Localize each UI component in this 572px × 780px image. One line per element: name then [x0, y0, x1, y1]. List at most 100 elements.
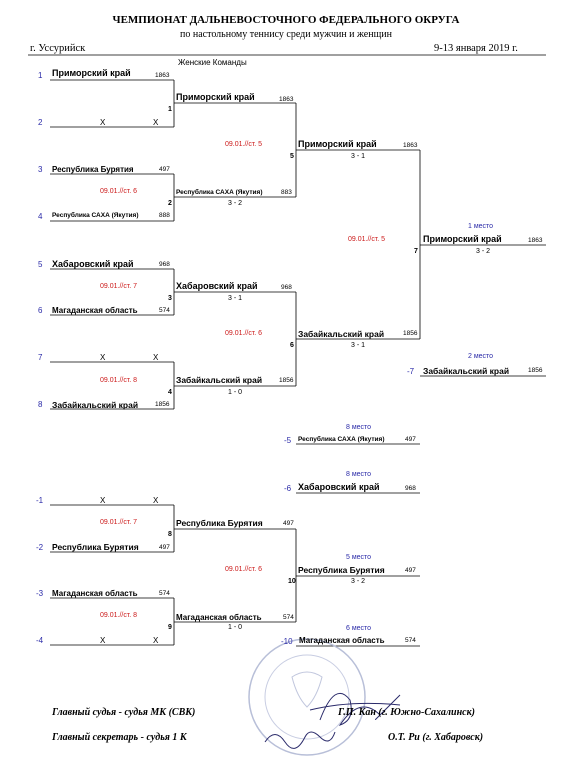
seed-8: 8: [38, 400, 43, 409]
r1-rating-7: X: [153, 353, 159, 362]
category-label: Женские Команды: [178, 58, 247, 67]
seed-minus-1: -1: [36, 496, 44, 505]
r3-rating-6: 1856: [403, 330, 418, 337]
final-date: 09.01.//ст. 5: [348, 236, 386, 243]
c-r1-team-3: Магаданская область: [52, 589, 138, 598]
seed-5: 5: [38, 260, 43, 269]
seed-minus-3: -3: [36, 589, 44, 598]
r3-score-5: 3 - 1: [351, 153, 366, 160]
r3-date-5: 09.01.//ст. 5: [225, 141, 263, 148]
secretary-name: О.Т. Ри (г. Хабаровск): [388, 732, 484, 743]
place-2: 2 место: [468, 353, 494, 360]
final-rating: 1863: [528, 237, 543, 244]
r2-match-1: 1: [168, 106, 172, 113]
r3-team-6: Забайкальский край: [298, 329, 385, 339]
c-r1-team-2: Республика Бурятия: [52, 542, 139, 552]
seed-3: 3: [38, 165, 43, 174]
c-r2-date-8: 09.01.//ст. 7: [100, 519, 138, 526]
c-r1-team-1: X: [100, 496, 106, 505]
r2-match-2: 2: [168, 200, 172, 207]
r1-rating-8: 1856: [155, 401, 170, 408]
c-r1-rating-1: X: [153, 496, 159, 505]
r3-match-5: 5: [290, 153, 294, 160]
r2-rating-1: 1863: [279, 96, 294, 103]
place-5: 5 место: [346, 554, 372, 561]
r1-team-6: Магаданская область: [52, 306, 138, 315]
place-loser-6: 8 место: [346, 471, 372, 478]
c-r2-score-9: 1 - 0: [228, 624, 243, 631]
seed-7: 7: [38, 353, 43, 362]
loser5-team: Республика САХА (Якутия): [298, 436, 385, 443]
r1-rating-1: 1863: [155, 72, 170, 79]
final-match: 7: [414, 248, 418, 255]
seed-4: 4: [38, 212, 43, 221]
r3-team-5: Приморский край: [298, 139, 377, 149]
r2-rating-4: 1856: [279, 377, 294, 384]
r1-rating-2: X: [153, 118, 159, 127]
seed-minus-7: -7: [407, 367, 415, 376]
r2-score-4: 1 - 0: [228, 389, 243, 396]
r2-team-3: Хабаровский край: [176, 281, 258, 291]
c-r1-rating-3: 574: [159, 590, 170, 597]
r1-team-7: X: [100, 353, 106, 362]
seal-stamp: [248, 638, 366, 756]
r1-rating-6: 574: [159, 307, 170, 314]
c-r2-rating-8: 497: [283, 520, 294, 527]
loser6-team: Хабаровский край: [298, 482, 380, 492]
r1-team-3: Республика Бурятия: [52, 165, 134, 174]
r2-score-3: 3 - 1: [228, 295, 243, 302]
r1-team-8: Забайкальский край: [52, 400, 139, 410]
page-subtitle: по настольному теннису среди мужчин и же…: [180, 29, 392, 40]
place-6: 6 место: [346, 625, 372, 632]
signature-secretary: [264, 731, 336, 749]
seed-minus-6: -6: [284, 484, 292, 493]
r1-team-5: Хабаровский край: [52, 259, 134, 269]
c-r1-rating-4: X: [153, 636, 159, 645]
loser6-rating: 968: [405, 485, 416, 492]
r1-rating-3: 497: [159, 166, 170, 173]
seed-minus-2: -2: [36, 543, 44, 552]
r2-date-2: 09.01.//ст. 6: [100, 188, 138, 195]
city: г. Уссурийск: [30, 43, 86, 54]
c-final-match: 10: [288, 578, 296, 585]
c-final-winner: Республика Бурятия: [298, 565, 385, 575]
r3-score-6: 3 - 1: [351, 342, 366, 349]
r1-rating-4: 888: [159, 212, 170, 219]
loser5-rating: 497: [405, 436, 416, 443]
second-rating: 1856: [528, 367, 543, 374]
r2-score-2: 3 - 2: [228, 200, 243, 207]
r2-team-1: Приморский край: [176, 92, 255, 102]
seed-1: 1: [38, 71, 43, 80]
c-r2-match-8: 8: [168, 531, 172, 538]
seed-minus-4: -4: [36, 636, 44, 645]
c-r2-team-9: Магаданская область: [176, 613, 262, 622]
r1-rating-5: 968: [159, 261, 170, 268]
r3-rating-5: 1863: [403, 142, 418, 149]
r2-team-4: Забайкальский край: [176, 375, 263, 385]
seed-2: 2: [38, 118, 43, 127]
final-winner: Приморский край: [423, 234, 502, 244]
r2-team-2: Республика САХА (Якутия): [176, 189, 263, 196]
r3-match-6: 6: [290, 342, 294, 349]
c-r1-rating-2: 497: [159, 544, 170, 551]
judge-title: Главный судья - судья МК (СВК): [52, 707, 196, 718]
judge-name: Г.П. Кан (г. Южно-Сахалинск): [338, 707, 476, 718]
signature-judge: [309, 692, 401, 726]
c-r1-team-4: X: [100, 636, 106, 645]
r1-team-4: Республика САХА (Якутия): [52, 212, 139, 219]
final-score: 3 - 2: [476, 248, 491, 255]
c-r2-team-8: Республика Бурятия: [176, 518, 263, 528]
place-1: 1 место: [468, 223, 494, 230]
r2-match-3: 3: [168, 295, 172, 302]
c-r2-match-9: 9: [168, 624, 172, 631]
r2-date-4: 09.01.//ст. 8: [100, 377, 138, 384]
c-r2-rating-9: 574: [283, 614, 294, 621]
r3-date-6: 09.01.//ст. 6: [225, 330, 263, 337]
c-final-rating: 497: [405, 567, 416, 574]
seed-6: 6: [38, 306, 43, 315]
r2-rating-2: 883: [281, 189, 292, 196]
place-loser-5: 8 место: [346, 424, 372, 431]
page-title: ЧЕМПИОНАТ ДАЛЬНЕВОСТОЧНОГО ФЕДЕРАЛЬНОГО …: [112, 14, 460, 26]
second-team: Забайкальский край: [423, 366, 510, 376]
